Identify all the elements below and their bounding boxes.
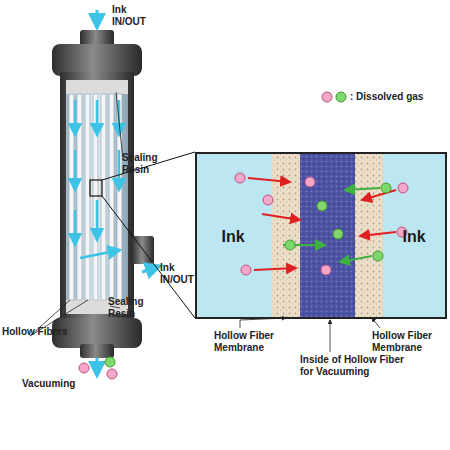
ink-region: Ink xyxy=(199,222,267,252)
part-label: Sealing Resin xyxy=(122,152,172,176)
part-label: Ink IN/OUT xyxy=(160,262,208,286)
part-label: Vacuuming xyxy=(22,378,92,390)
part-label: Ink IN/OUT xyxy=(112,4,160,28)
part-label: Sealing Resin xyxy=(108,296,156,320)
part-label: Hollow Fiber Membrane xyxy=(214,330,284,354)
legend-text: : Dissolved gas xyxy=(350,91,423,102)
part-label: Inside of Hollow Fiber for Vacuuming xyxy=(300,354,410,378)
part-label: Hollow Fiber Membrane xyxy=(372,330,442,354)
region-label: Ink xyxy=(221,228,244,246)
part-label: Hollow Fibers xyxy=(2,326,92,338)
ink-region: Ink xyxy=(385,222,443,252)
region-label: Ink xyxy=(402,228,425,246)
